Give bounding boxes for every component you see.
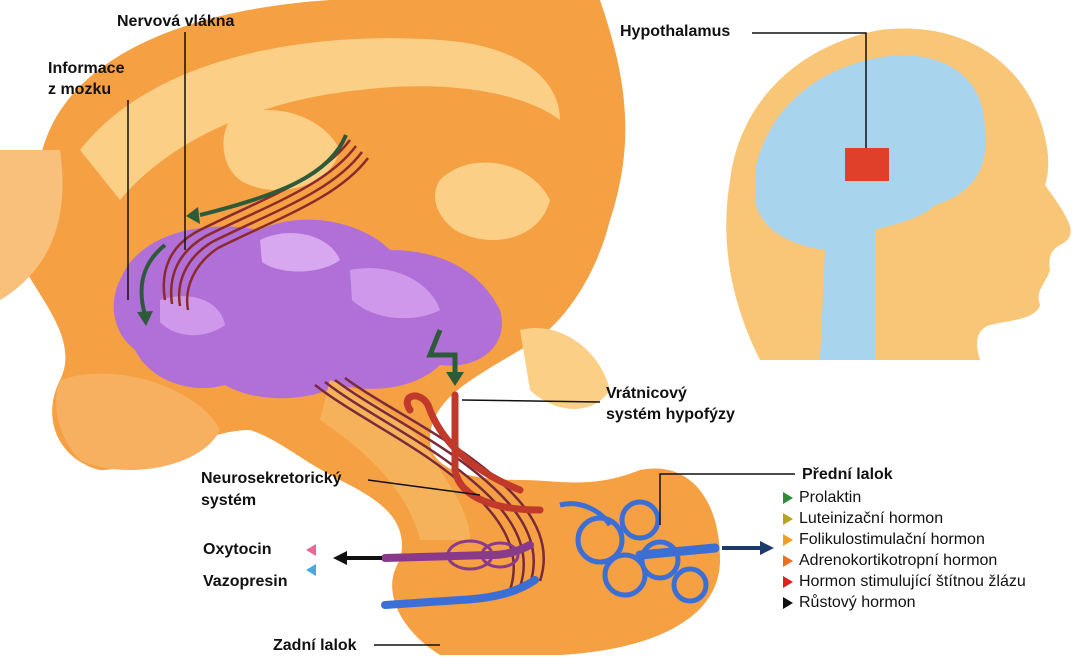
- hormone-oxytocin-marker: [306, 544, 316, 556]
- posterior-output-arrow-head: [333, 551, 347, 565]
- label-info-brain-line1: Informace: [48, 59, 124, 79]
- hormone-oxytocin-label: Oxytocin: [203, 540, 271, 560]
- hormone-label: Růstový hormon: [799, 594, 916, 611]
- hormone-item: Hormon stimulující štítnou žlázu: [783, 572, 1026, 593]
- hormone-marker: [783, 555, 793, 567]
- label-neurosecretory-line1: Neurosekretorický: [201, 469, 342, 489]
- hormone-item: Prolaktin: [783, 488, 1026, 509]
- label-portal-line1: Vrátnicový: [606, 384, 687, 404]
- hormone-marker: [783, 576, 793, 588]
- hormone-item: Luteinizační hormon: [783, 509, 1026, 530]
- brain-fold: [520, 328, 610, 409]
- hormone-vazopresin-label: Vazopresin: [203, 572, 287, 592]
- label-hypothalamus: Hypothalamus: [620, 22, 730, 42]
- hormone-item: Růstový hormon: [783, 593, 1026, 614]
- hormone-label: Prolaktin: [799, 489, 861, 506]
- label-info-brain-line2: z mozku: [48, 80, 111, 100]
- hormone-item: Adrenokortikotropní hormon: [783, 551, 1026, 572]
- hormone-label: Luteinizační hormon: [799, 510, 943, 527]
- hormone-vazopresin-marker: [306, 564, 316, 576]
- label-anterior-lobe: Přední lalok: [802, 465, 893, 485]
- hormone-marker: [783, 597, 793, 609]
- hormone-label: Adrenokortikotropní hormon: [799, 552, 997, 569]
- hormone-label: Hormon stimulující štítnou žlázu: [799, 573, 1026, 590]
- hormone-label: Folikulostimulační hormon: [799, 531, 985, 548]
- label-neurosecretory-line2: systém: [201, 491, 256, 511]
- anterior-hormone-list: Prolaktin Luteinizační hormon Folikulost…: [783, 488, 1026, 614]
- hormone-item: Folikulostimulační hormon: [783, 530, 1026, 551]
- hypothalamus-marker: [845, 148, 889, 181]
- label-posterior-lobe: Zadní lalok: [273, 636, 357, 656]
- hormone-marker: [783, 492, 793, 504]
- hormone-marker: [783, 534, 793, 546]
- anterior-output-arrow-head: [760, 541, 774, 555]
- label-portal-line2: systém hypofýzy: [606, 405, 735, 425]
- label-nerve-fibers: Nervová vlákna: [117, 12, 234, 32]
- hormone-marker: [783, 513, 793, 525]
